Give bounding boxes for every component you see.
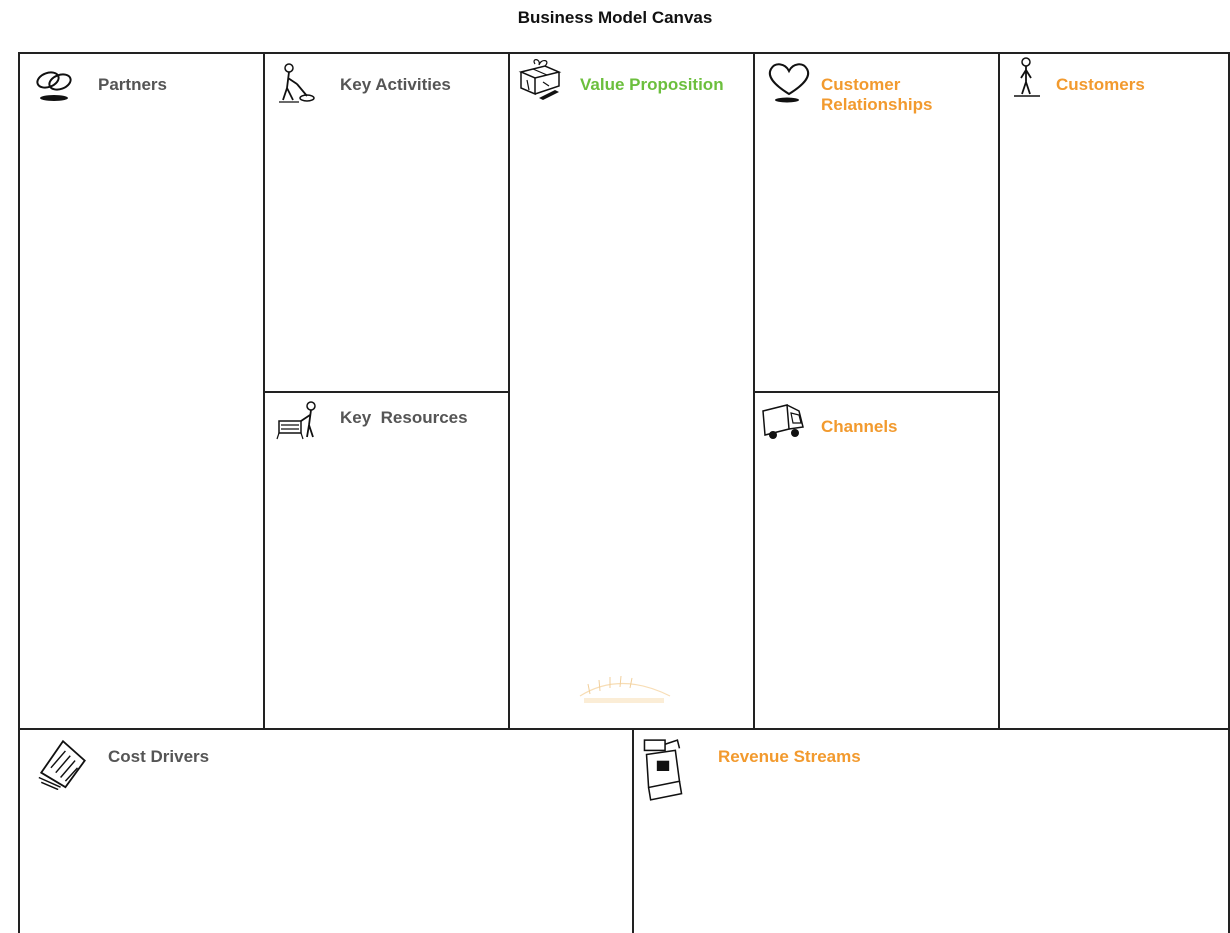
page-title: Business Model Canvas bbox=[517, 8, 713, 27]
cash-register-icon bbox=[638, 736, 688, 806]
receipt-icon bbox=[34, 736, 92, 790]
channels-label: Channels bbox=[821, 417, 898, 436]
partners-label: Partners bbox=[98, 75, 167, 94]
customer-relationships-label: Customer Relationships bbox=[821, 75, 932, 115]
cost-drivers-label: Cost Drivers bbox=[108, 747, 210, 766]
cost-drivers-block[interactable]: Cost Drivers bbox=[18, 728, 634, 933]
revenue-streams-block[interactable]: Revenue Streams bbox=[632, 728, 1230, 933]
worker-desk-icon bbox=[273, 399, 321, 443]
worker-vacuum-icon bbox=[273, 62, 321, 106]
value-proposition-block[interactable]: Value Proposition bbox=[508, 52, 755, 730]
delivery-truck-icon bbox=[759, 401, 807, 445]
customers-block[interactable]: Customers bbox=[998, 52, 1230, 730]
customer-relationships-label-line2: Relationships bbox=[821, 95, 933, 114]
value-proposition-label: Value Proposition bbox=[580, 75, 724, 94]
key-resources-block[interactable]: Key Resources bbox=[263, 391, 510, 730]
heart-icon bbox=[765, 60, 813, 104]
channels-block[interactable]: Channels bbox=[753, 391, 1000, 730]
watermark-logo-icon bbox=[570, 666, 680, 708]
partners-block[interactable]: Partners bbox=[18, 52, 265, 730]
customers-label: Customers bbox=[1056, 75, 1145, 94]
customer-relationships-block[interactable]: Customer Relationships bbox=[753, 52, 1000, 393]
person-standing-icon bbox=[1006, 56, 1054, 100]
linked-rings-icon bbox=[30, 62, 78, 106]
customer-relationships-label-line1: Customer bbox=[821, 75, 901, 94]
key-activities-label: Key Activities bbox=[340, 75, 451, 94]
key-resources-label: Key Resources bbox=[340, 408, 468, 427]
revenue-streams-label: Revenue Streams bbox=[718, 747, 861, 766]
key-activities-block[interactable]: Key Activities bbox=[263, 52, 510, 393]
gift-box-icon bbox=[515, 58, 563, 102]
